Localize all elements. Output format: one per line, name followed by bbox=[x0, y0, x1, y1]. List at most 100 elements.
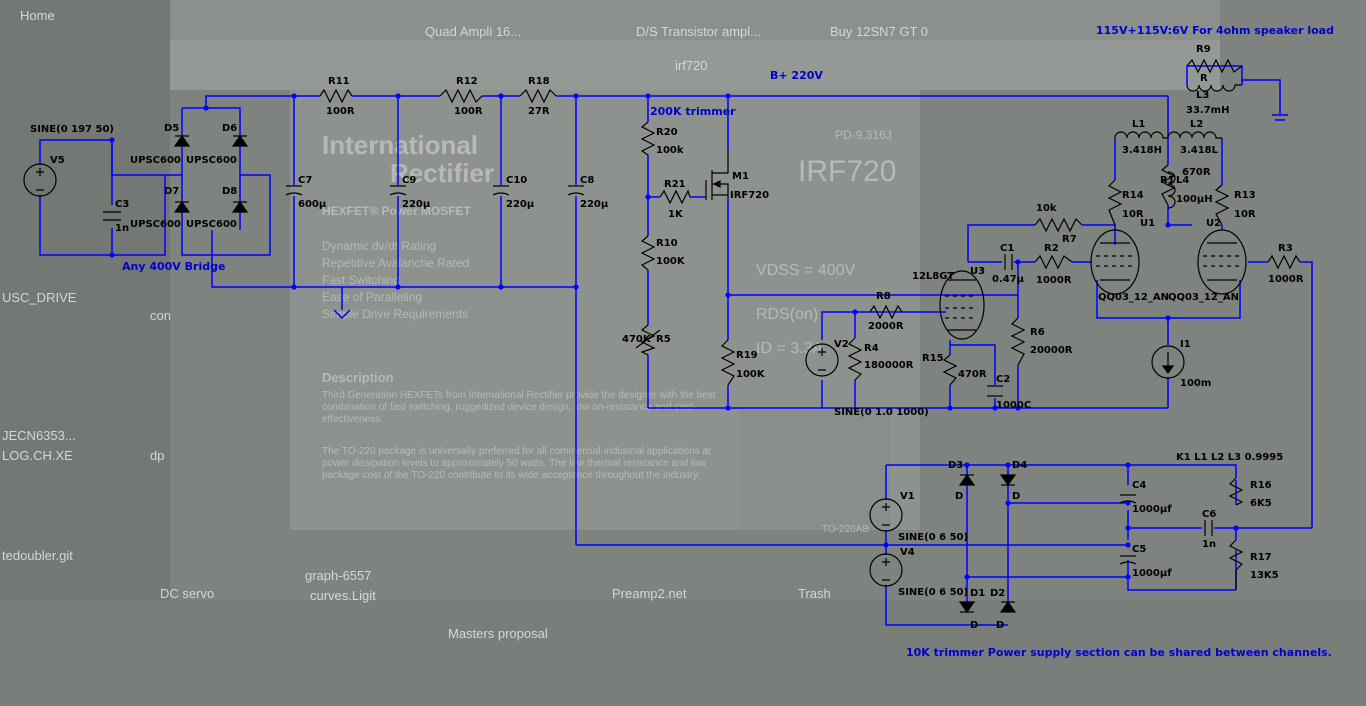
d8-label: D8 bbox=[222, 186, 237, 197]
r2-resistor-symbol[interactable] bbox=[1034, 254, 1073, 270]
bridge-note: Any 400V Bridge bbox=[122, 260, 225, 273]
c7-capacitor-symbol[interactable] bbox=[285, 185, 303, 196]
browser-tab-3[interactable]: Buy 12SN7 GT 0 bbox=[830, 24, 929, 39]
c3-value: 1n bbox=[115, 223, 129, 234]
r9-resistor-symbol[interactable] bbox=[1186, 58, 1243, 74]
desktop-icon-curves[interactable]: curves.Ligit bbox=[310, 588, 376, 603]
d3-model: D bbox=[955, 491, 963, 502]
c2-capacitor-symbol[interactable] bbox=[987, 385, 1003, 397]
c6-capacitor-symbol[interactable] bbox=[1204, 520, 1213, 536]
l3-inductor-symbol[interactable] bbox=[1186, 84, 1242, 92]
d1-diode-symbol[interactable] bbox=[959, 601, 975, 613]
desktop-icon-con[interactable]: con bbox=[150, 308, 171, 323]
d3-diode-symbol[interactable] bbox=[959, 474, 975, 486]
c2-label: C2 bbox=[996, 374, 1010, 385]
r18-resistor-symbol[interactable] bbox=[519, 88, 557, 104]
r21-resistor-symbol[interactable] bbox=[659, 189, 691, 205]
m1-mosfet-symbol[interactable] bbox=[705, 150, 729, 200]
desktop-icon-trash[interactable]: Trash bbox=[798, 586, 831, 601]
l2-label: L2 bbox=[1190, 119, 1203, 130]
c5-capacitor-symbol[interactable] bbox=[1119, 555, 1137, 565]
m1-model: IRF720 bbox=[730, 190, 769, 201]
d1-model: D bbox=[970, 620, 978, 631]
r13-resistor-symbol[interactable] bbox=[1214, 184, 1230, 226]
d8-diode-symbol[interactable] bbox=[232, 201, 248, 213]
r3-resistor-symbol[interactable] bbox=[1267, 254, 1301, 270]
d2-diode-symbol[interactable] bbox=[1000, 601, 1016, 613]
desktop-icon-usc[interactable]: USC_DRIVE bbox=[2, 290, 77, 305]
r15-resistor-symbol[interactable] bbox=[942, 354, 958, 386]
v5-source-symbol[interactable] bbox=[23, 163, 57, 197]
d6-model: UPSC600 bbox=[186, 155, 237, 166]
r16-resistor-symbol[interactable] bbox=[1228, 477, 1244, 506]
d6-diode-symbol[interactable] bbox=[232, 135, 248, 147]
browser-tab-2[interactable]: D/S Transistor ampl... bbox=[636, 24, 761, 39]
r5-trimmer-symbol[interactable] bbox=[635, 324, 661, 356]
c4-capacitor-symbol[interactable] bbox=[1119, 494, 1137, 504]
r8-resistor-symbol[interactable] bbox=[869, 304, 903, 320]
r12-resistor-symbol[interactable] bbox=[439, 88, 483, 104]
l2-inductor-symbol[interactable] bbox=[1167, 131, 1222, 139]
r20-resistor-symbol[interactable] bbox=[640, 121, 656, 156]
desktop-icon-masters[interactable]: Masters proposal bbox=[448, 626, 548, 641]
v2-source-symbol[interactable] bbox=[805, 343, 839, 377]
r7-resistor-symbol[interactable] bbox=[1034, 217, 1083, 233]
r9-label: R9 bbox=[1196, 44, 1211, 55]
r11-value: 100R bbox=[326, 106, 355, 117]
desktop-icon-graph[interactable]: graph-6557 bbox=[305, 568, 372, 583]
r14-resistor-symbol[interactable] bbox=[1107, 179, 1123, 226]
desktop-icon-preamp[interactable]: Preamp2.net bbox=[612, 586, 687, 601]
desktop-icon-dp[interactable]: dp bbox=[150, 448, 165, 463]
u2-tube-symbol[interactable] bbox=[1197, 229, 1247, 295]
browser-tab-1[interactable]: Quad Ampli 16... bbox=[425, 24, 522, 39]
d4-diode-symbol[interactable] bbox=[1000, 474, 1016, 486]
d5-diode-symbol[interactable] bbox=[174, 135, 190, 147]
r6-resistor-symbol[interactable] bbox=[1010, 317, 1026, 366]
c1-label: C1 bbox=[1000, 243, 1014, 254]
r7-value: 10k bbox=[1036, 203, 1057, 214]
u3-tube-symbol[interactable] bbox=[939, 270, 985, 340]
d6-label: D6 bbox=[222, 123, 237, 134]
c10-value: 220µ bbox=[506, 199, 535, 210]
desktop-icon-home[interactable]: Home bbox=[20, 8, 55, 23]
r9-small: R bbox=[1200, 73, 1208, 84]
d7-diode-symbol[interactable] bbox=[174, 201, 190, 213]
r19-value: 100K bbox=[736, 369, 766, 380]
v2-value: SINE(0 1.0 1000) bbox=[834, 407, 929, 418]
desktop-icon-jecn[interactable]: JECN6353... bbox=[2, 428, 76, 443]
l1-inductor-symbol[interactable] bbox=[1114, 131, 1168, 139]
d7-label: D7 bbox=[164, 186, 179, 197]
m1-label: M1 bbox=[732, 171, 749, 182]
c1-capacitor-symbol[interactable] bbox=[1004, 254, 1013, 270]
top-note: 115V+115V:6V For 4ohm speaker load bbox=[1096, 24, 1334, 37]
r10-resistor-symbol[interactable] bbox=[640, 235, 656, 271]
r8-value: 2000R bbox=[868, 321, 904, 332]
l4-inductor-symbol[interactable] bbox=[1167, 171, 1176, 209]
u1-tube-symbol[interactable] bbox=[1090, 229, 1140, 295]
c9-capacitor-symbol[interactable] bbox=[389, 185, 407, 196]
c10-capacitor-symbol[interactable] bbox=[492, 185, 510, 196]
datasheet-vdss: VDSS = 400V bbox=[756, 262, 856, 279]
r10-label: R10 bbox=[656, 238, 678, 249]
r5-value: 470K bbox=[622, 334, 652, 345]
r19-resistor-symbol[interactable] bbox=[720, 339, 736, 386]
c4-label: C4 bbox=[1132, 480, 1146, 491]
r17-resistor-symbol[interactable] bbox=[1228, 539, 1244, 590]
d5-label: D5 bbox=[164, 123, 179, 134]
desktop-icon-dc-servo[interactable]: DC servo bbox=[160, 586, 215, 601]
u3-model: 12L8GT bbox=[912, 271, 954, 282]
r4-resistor-symbol[interactable] bbox=[847, 337, 863, 381]
c8-capacitor-symbol[interactable] bbox=[567, 185, 585, 196]
r11-resistor-symbol[interactable] bbox=[319, 88, 353, 104]
c7-label: C7 bbox=[298, 175, 312, 186]
c3-capacitor-symbol[interactable] bbox=[103, 211, 121, 221]
r20-label: R20 bbox=[656, 127, 678, 138]
r1-resistor-symbol[interactable] bbox=[1160, 164, 1176, 206]
desktop-icon-doubler[interactable]: tedoubler.git bbox=[2, 548, 73, 563]
browser-tab-4[interactable]: irf720 bbox=[675, 58, 708, 73]
v4-source-symbol[interactable] bbox=[869, 553, 903, 587]
i1-current-source-symbol[interactable] bbox=[1151, 345, 1185, 379]
v1-source-symbol[interactable] bbox=[869, 498, 903, 532]
r4-label: R4 bbox=[864, 343, 879, 354]
desktop-icon-log[interactable]: LOG.CH.XE bbox=[2, 448, 73, 463]
